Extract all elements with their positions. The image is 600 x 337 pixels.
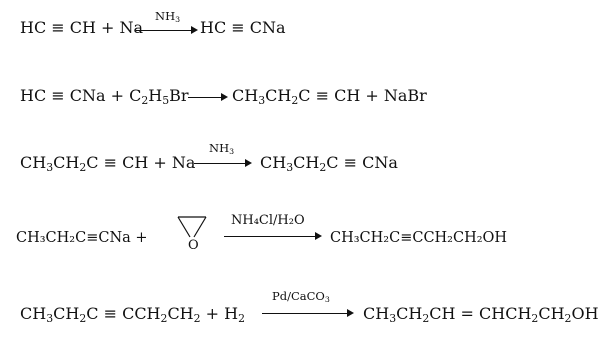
reaction-5-arrow [262, 309, 354, 318]
reaction-4-condition: NH₄Cl/H₂O [231, 213, 305, 228]
epoxide-ring-icon [177, 216, 207, 238]
reaction-3-products: CH3CH2C ≡ CNa [260, 153, 398, 175]
reaction-5-condition: Pd/CaCO3 [272, 289, 330, 305]
epoxide-oxygen-label: O [188, 238, 199, 253]
reaction-1-condition: NH3 [155, 9, 181, 25]
reaction-3: CH3CH2C ≡ CH + Na NH3 CH3CH2C ≡ CNa [0, 141, 600, 181]
reaction-5-reactants: CH3CH2C ≡ CCH2CH2 + H2 [20, 304, 246, 326]
reaction-2-products: CH3CH2C ≡ CH + NaBr [232, 86, 427, 108]
reaction-2-arrow [188, 93, 228, 102]
reaction-4-products: CH₃CH₂C≡CCH₂CH₂OH [330, 230, 508, 246]
reaction-1-reactants: HC ≡ CH + Na [20, 18, 144, 37]
reaction-3-arrow [194, 159, 252, 168]
reaction-1-arrow [136, 26, 198, 35]
reaction-5: CH3CH2C ≡ CCH2CH2 + H2 Pd/CaCO3 CH3CH2CH… [0, 290, 600, 334]
reaction-2-reactants: HC ≡ CNa + C2H5Br [20, 86, 189, 108]
reaction-1-products: HC ≡ CNa [200, 18, 286, 37]
reaction-3-condition: NH3 [209, 141, 235, 157]
reaction-4: CH₃CH₂C≡CNa + O NH₄Cl/H₂O CH₃CH₂C≡CCH₂CH… [0, 206, 600, 266]
reaction-4-arrow [224, 232, 322, 241]
reaction-3-reactants: CH3CH2C ≡ CH + Na [20, 153, 196, 175]
reaction-5-products: CH3CH2CH = CHCH2CH2OH [363, 304, 599, 326]
reaction-1: HC ≡ CH + Na NH3 HC ≡ CNa [0, 10, 600, 50]
reaction-2: HC ≡ CNa + C2H5Br CH3CH2C ≡ CH + NaBr [0, 78, 600, 118]
reaction-4-reactants: CH₃CH₂C≡CNa + [16, 230, 148, 246]
